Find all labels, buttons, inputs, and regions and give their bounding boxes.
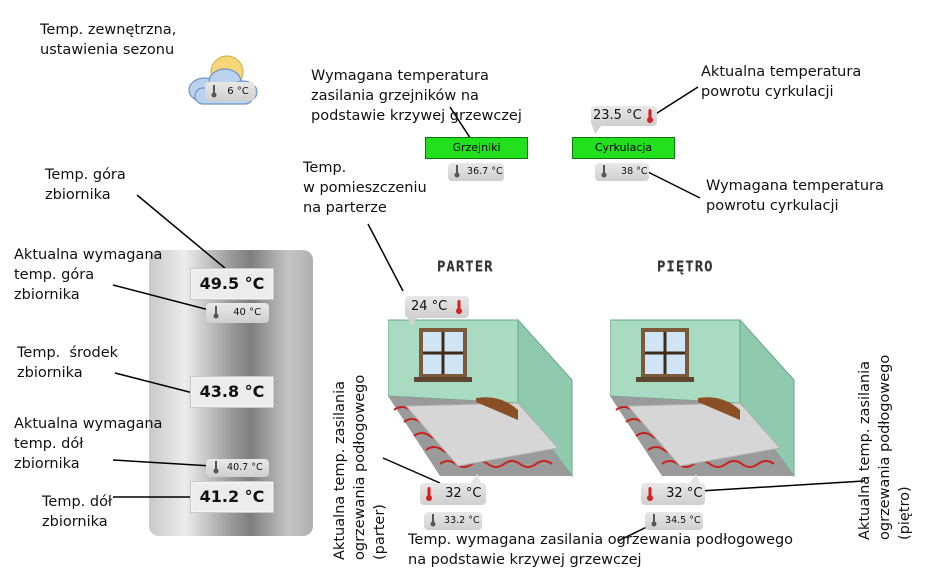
tank-top-required-label: Aktualna wymagana temp. góra zbiornika xyxy=(14,247,163,303)
room-ground-drawing xyxy=(388,318,573,478)
floor-ground-actual-value: 32 °C xyxy=(445,486,482,501)
thermometer-red-icon xyxy=(456,299,463,314)
room-ground-temp-badge[interactable]: 24 °C xyxy=(405,296,469,318)
circulation-actual-badge[interactable]: 23.5 °C xyxy=(591,106,657,126)
tank-bottom-required-badge[interactable]: 40.7 °C xyxy=(206,459,269,477)
thermometer-icon xyxy=(601,165,607,178)
outdoor-temp-value: 6 °C xyxy=(227,86,249,97)
badge-pointer xyxy=(471,474,481,483)
outdoor-temp-badge[interactable]: 6 °C xyxy=(205,82,255,101)
thermometer-red-icon xyxy=(426,486,432,501)
badge-pointer xyxy=(408,317,418,326)
tank-top-label: Temp. góra zbiornika xyxy=(45,167,126,203)
tank-top-required-badge[interactable]: 40 °C xyxy=(206,303,269,323)
floor-ground-required-badge[interactable]: 33.2 °C xyxy=(424,512,482,530)
tank-bottom-label: Temp. dół zbiornika xyxy=(42,494,113,530)
floor-ground-required-value: 33.2 °C xyxy=(444,515,480,526)
section-title-ground: PARTER xyxy=(437,259,494,275)
thermometer-icon xyxy=(454,165,460,178)
thermometer-icon xyxy=(213,461,219,474)
floor-actual-upper-label: Aktualna temp. zasilania ogrzewania podł… xyxy=(857,354,913,540)
circulation-required-badge[interactable]: 38 °C xyxy=(595,163,649,181)
room-ground-temp-value: 24 °C xyxy=(411,299,448,314)
radiators-button[interactable]: Grzejniki xyxy=(425,137,528,159)
tank-top-temp: 49.5 °C xyxy=(190,268,274,300)
badge-pointer xyxy=(690,474,700,483)
partly-cloudy-icon xyxy=(188,55,258,105)
outdoor-label: Temp. zewnętrzna, ustawienia sezonu xyxy=(40,22,177,58)
circulation-actual-value: 23.5 °C xyxy=(593,108,642,123)
radiator-required-value: 36.7 °C xyxy=(467,166,503,177)
thermometer-icon xyxy=(651,514,657,527)
floor-upper-actual-badge[interactable]: 32 °C xyxy=(641,483,705,505)
tank-bottom-temp: 41.2 °C xyxy=(190,481,274,513)
floor-required-label: Temp. wymagana zasilania ogrzewania podł… xyxy=(408,532,794,568)
tank-top-required-value: 40 °C xyxy=(233,307,262,318)
circulation-button[interactable]: Cyrkulacja xyxy=(572,137,675,159)
floor-upper-required-value: 34.5 °C xyxy=(665,515,701,526)
tank-middle-temp: 43.8 °C xyxy=(190,376,274,408)
radiator-supply-required-label: Wymagana temperatura zasilania grzejnikó… xyxy=(311,68,522,124)
section-title-upper: PIĘTRO xyxy=(657,259,714,275)
tank-middle-label: Temp. środek zbiornika xyxy=(17,345,119,381)
room-upper-drawing xyxy=(610,318,795,478)
floor-upper-required-badge[interactable]: 34.5 °C xyxy=(645,512,703,530)
thermometer-icon xyxy=(211,84,217,97)
circulation-required-label: Wymagana temperatura powrotu cyrkulacji xyxy=(706,178,884,214)
tank-bottom-required-value: 40.7 °C xyxy=(227,462,263,473)
thermometer-icon xyxy=(430,514,436,527)
circulation-required-value: 38 °C xyxy=(621,166,648,177)
circulation-actual-label: Aktualna temperatura powrotu cyrkulacji xyxy=(701,64,862,100)
radiator-required-badge[interactable]: 36.7 °C xyxy=(448,163,504,181)
floor-upper-actual-value: 32 °C xyxy=(666,486,703,501)
room-ground-label: Temp. w pomieszczeniu na parterze xyxy=(303,160,427,216)
floor-ground-actual-badge[interactable]: 32 °C xyxy=(420,483,486,505)
tank-bottom-required-label: Aktualna wymagana temp. dół zbiornika xyxy=(14,416,163,472)
thermometer-red-icon xyxy=(647,486,653,501)
floor-actual-ground-label: Aktualna temp. zasilania ogrzewania podł… xyxy=(332,374,388,560)
badge-pointer xyxy=(592,125,602,134)
thermometer-icon xyxy=(213,305,219,318)
thermometer-red-icon xyxy=(646,108,653,123)
